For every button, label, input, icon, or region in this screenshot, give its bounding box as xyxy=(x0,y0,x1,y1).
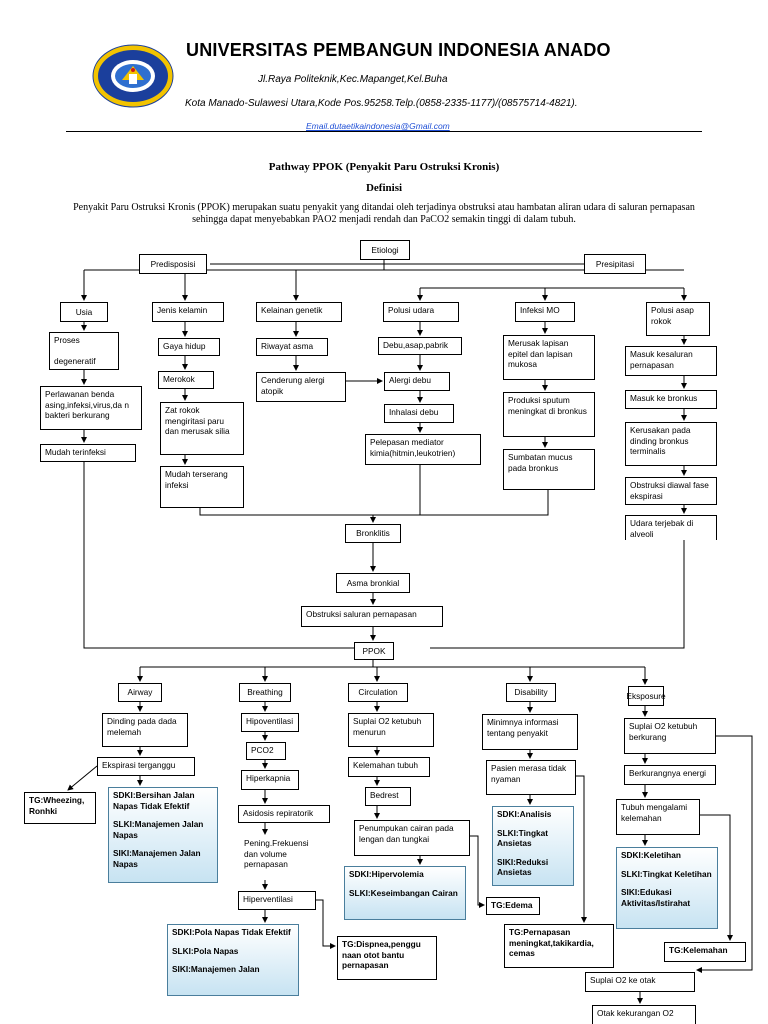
node-hipoventilasi: Hipoventilasi xyxy=(241,713,299,732)
diag-airway-slki: SLKI:Manajemen Jalan Napas xyxy=(113,819,204,840)
node-penumpukan-cairan: Penumpukan cairan pada lengan dan tungka… xyxy=(354,820,470,856)
node-riwayat-asma: Riwayat asma xyxy=(256,338,328,356)
node-usia: Usia xyxy=(60,302,108,322)
node-asidosis: Asidosis repiratorik xyxy=(238,805,330,823)
node-obstruksi-ekspirasi: Obstruksi diawal fase ekspirasi xyxy=(625,477,717,505)
diag-eksposure-siki: SIKI:Edukasi Aktivitas/Istirahat xyxy=(621,887,691,908)
node-minimnya-informasi: Minimnya informasi tentang penyakit xyxy=(482,714,578,750)
node-produksi-sputum: Produksi sputum meningkat di bronkus xyxy=(503,392,595,437)
node-airway: Airway xyxy=(118,683,162,702)
node-circulation: Circulation xyxy=(348,683,408,702)
node-otak-kekurangan: Otak kekurangan O2 xyxy=(592,1005,696,1024)
node-polusi-udara: Polusi udara xyxy=(383,302,459,322)
diagnosis-airway: SDKI:Bersihan Jalan Napas Tidak Efektif … xyxy=(108,787,218,883)
header-divider xyxy=(66,131,702,132)
node-zat-rokok: Zat rokok mengiritasi paru dan merusak s… xyxy=(160,402,244,455)
node-masuk-saluran: Masuk kesaluran pernapasan xyxy=(625,346,717,376)
node-kelainan-genetik: Kelainan genetik xyxy=(256,302,342,322)
node-merusak-lapisan: Merusak lapisan epitel dan lapisan mukos… xyxy=(503,335,595,380)
node-pening-frekuensi: Pening.Frekuensi dan volume pernapasan xyxy=(244,838,309,869)
diag-breathing-slki: SLKI:Pola Napas xyxy=(172,945,239,956)
node-infeksi-mo: Infeksi MO xyxy=(515,302,575,322)
address-line-1: Jl.Raya Politeknik,Kec.Mapanget,Kel.Buha xyxy=(258,74,448,85)
node-mudah-terserang: Mudah terserang infeksi xyxy=(160,466,244,508)
node-tg-kelemahan: TG:Kelemahan xyxy=(664,942,746,962)
node-gaya-hidup: Gaya hidup xyxy=(158,338,220,356)
diagnosis-eksposure: SDKI:Keletihan SLKI:Tingkat Keletihan SI… xyxy=(616,847,718,929)
node-proses-degeneratif: Proses degeneratif xyxy=(49,332,119,370)
node-masuk-bronkus: Masuk ke bronkus xyxy=(625,390,717,409)
definition-text: Penyakit Paru Ostruksi Kronis (PPOK) mer… xyxy=(73,202,695,225)
address-line-2: Kota Manado-Sulawesi Utara,Kode Pos.9525… xyxy=(185,98,578,109)
node-tg-dispnea: TG:Dispnea,penggu naan otot bantu pernap… xyxy=(337,936,437,980)
node-tg-edema: TG:Edema xyxy=(486,897,540,915)
node-breathing: Breathing xyxy=(239,683,291,702)
node-sumbatan-mucus: Sumbatan mucus pada bronkus xyxy=(503,449,595,490)
node-disability: Disability xyxy=(506,683,556,702)
node-inhalasi-debu: Inhalasi debu xyxy=(384,404,454,423)
university-logo xyxy=(92,44,174,108)
diag-disability-slki: SLKI:Tingkat Ansietas xyxy=(497,827,549,849)
node-merokok: Merokok xyxy=(158,371,214,389)
node-dinding-dada: Dinding pada dada melemah xyxy=(102,713,188,747)
node-ppok: PPOK xyxy=(354,642,394,660)
diag-disability-sdki: SDKI:Analisis xyxy=(497,809,552,819)
node-perlawanan: Perlawanan benda asing,infeksi,virus,da … xyxy=(40,386,142,430)
node-kerusakan-dinding: Kerusakan pada dinding bronkus terminali… xyxy=(625,422,717,466)
definition-heading: Definisi xyxy=(365,182,403,194)
node-debu-asap: Debu,asap,pabrik xyxy=(378,337,462,355)
node-jenis-kelamin: Jenis kelamin xyxy=(152,302,224,322)
node-suplai-o2-otak: Suplai O2 ke otak xyxy=(585,972,695,992)
node-berkurangnya-energi: Berkurangnya energi xyxy=(624,765,716,785)
node-pco2: PCO2 xyxy=(246,742,286,760)
diag-eksposure-slki: SLKI:Tingkat Keletihan xyxy=(621,868,712,879)
document-title: Pathway PPOK (Penyakit Paru Ostruksi Kro… xyxy=(268,161,500,173)
node-ekspirasi-terganggu: Ekspirasi terganggu xyxy=(97,757,195,776)
node-tg-pernapasan: TG:Pernapasan meningkat,takikardia, cema… xyxy=(504,924,614,968)
diagnosis-circulation: SDKI:Hipervolemia SLKI:Keseimbangan Cair… xyxy=(344,866,466,920)
node-hiperventilasi: Hiperventilasi xyxy=(238,891,316,910)
node-pelepasan-mediator: Pelepasan mediator kimia(hitmin,leukotri… xyxy=(365,434,481,465)
diagnosis-disability: SDKI:Analisis SLKI:Tingkat Ansietas SIKI… xyxy=(492,806,574,886)
node-bedrest: Bedrest xyxy=(365,787,411,806)
node-suplai-o2-tubuh: Suplai O2 ketubuh menurun xyxy=(348,713,434,747)
node-suplai-o2-eks: Suplai O2 ketubuh berkurang xyxy=(624,718,716,754)
node-alergi-debu: Alergi debu xyxy=(384,372,450,391)
diag-breathing-sdki: SDKI:Pola Napas Tidak Efektif xyxy=(172,927,291,937)
diagnosis-breathing: SDKI:Pola Napas Tidak Efektif SLKI:Pola … xyxy=(167,924,299,996)
diag-circulation-slki: SLKI:Keseimbangan Cairan xyxy=(349,887,458,898)
node-obstruksi-saluran: Obstruksi saluran pernapasan xyxy=(301,606,443,627)
node-predisposisi: Predisposisi xyxy=(139,254,207,274)
node-udara-terjebak: Udara terjebak di alveoli xyxy=(625,515,717,540)
node-etiologi: Etiologi xyxy=(360,240,410,260)
node-mudah-terinfeksi: Mudah terinfeksi xyxy=(40,444,136,462)
node-cenderung-alergi: Cenderung alergi atopik xyxy=(256,372,346,402)
diag-circulation-sdki: SDKI:Hipervolemia xyxy=(349,869,424,879)
node-kelemahan-tubuh: Kelemahan tubuh xyxy=(348,757,430,777)
node-presipitasi: Presipitasi xyxy=(584,254,646,274)
diag-airway-siki: SIKI:Manajemen Jalan Napas xyxy=(113,848,201,869)
diag-disability-siki: SIKI:Reduksi Ansietas xyxy=(497,856,549,878)
node-tg-wheezing: TG:Wheezing, Ronhki xyxy=(24,792,96,824)
diag-breathing-siki: SIKI:Manajemen Jalan xyxy=(172,964,260,974)
node-asma-bronkial: Asma bronkial xyxy=(336,573,410,593)
node-hiperkapnia: Hiperkapnia xyxy=(241,770,299,790)
node-tubuh-kelemahan: Tubuh mengalami kelemahan xyxy=(616,799,700,835)
node-bronkitis: Bronklitis xyxy=(345,524,401,543)
node-eksposure: Eksposure xyxy=(626,686,666,706)
diag-eksposure-sdki: SDKI:Keletihan xyxy=(621,850,681,860)
email-link[interactable]: Email.dutaetikaindonesia@Gmail.com xyxy=(306,121,450,131)
node-pasien-merasa: Pasien merasa tidak nyaman xyxy=(486,760,576,795)
university-name: UNIVERSITAS PEMBANGUN INDONESIA ANADO xyxy=(186,40,611,60)
node-polusi-asap: Polusi asap rokok xyxy=(646,302,710,336)
diag-airway-sdki: SDKI:Bersihan Jalan Napas Tidak Efektif xyxy=(113,790,195,811)
